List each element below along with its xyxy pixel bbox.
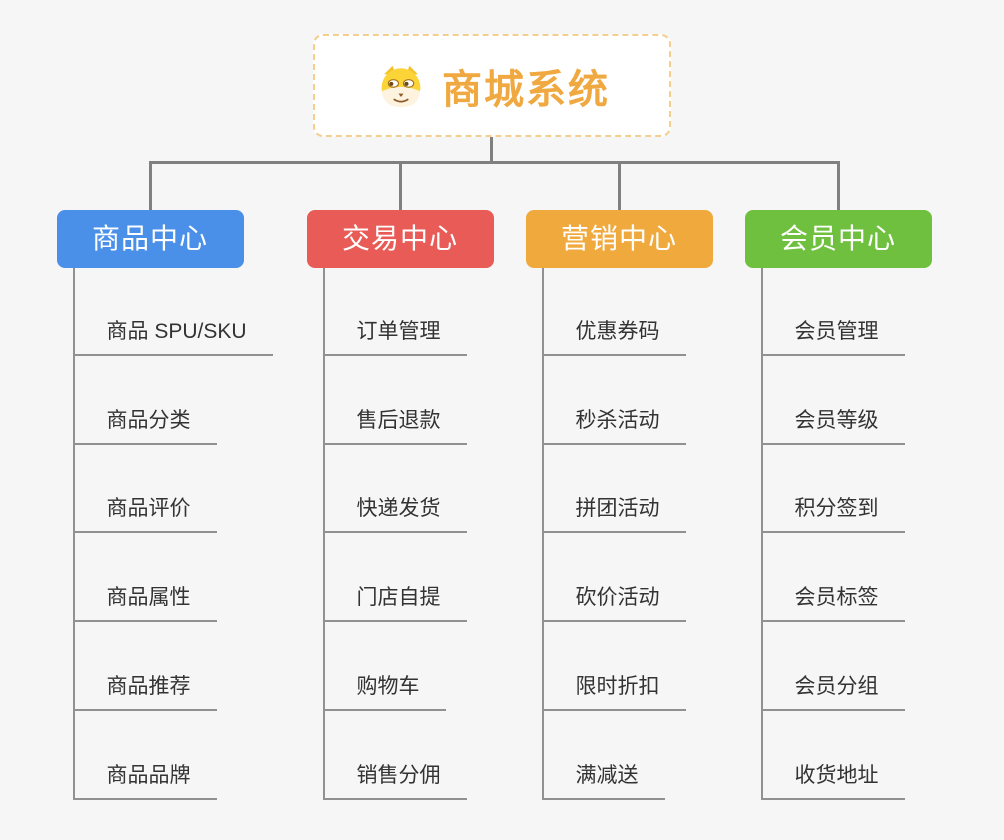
connector-root-stem	[490, 137, 493, 163]
branch-node-3[interactable]: 会员中心	[744, 210, 932, 268]
mindmap-leaf-item[interactable]: 门店自提	[322, 585, 467, 622]
mindmap-leaf-item[interactable]: 商品属性	[72, 585, 217, 622]
mindmap-leaf-item[interactable]: 销售分佣	[322, 763, 467, 800]
connector-branch-drop	[399, 161, 402, 210]
root-title: 商城系统	[442, 67, 610, 112]
branch-node-0[interactable]: 商品中心	[56, 210, 244, 268]
branch-node-1[interactable]: 交易中心	[306, 210, 494, 268]
mindmap-leaf-item[interactable]: 会员等级	[760, 408, 905, 445]
mindmap-leaf-item[interactable]: 商品评价	[72, 496, 217, 533]
mindmap-leaf-item[interactable]: 会员标签	[760, 585, 905, 622]
mindmap-leaf-item[interactable]: 商品推荐	[72, 674, 217, 711]
mindmap-leaf-item[interactable]: 秒杀活动	[541, 408, 686, 445]
mindmap-leaf-item[interactable]: 积分签到	[760, 496, 905, 533]
connector-subtree-line	[541, 268, 544, 798]
mindmap-leaf-item[interactable]: 砍价活动	[541, 585, 686, 622]
connector-subtree-line	[760, 268, 763, 798]
mindmap-leaf-item[interactable]: 商品 SPU/SKU	[72, 319, 273, 356]
branch-node-2[interactable]: 营销中心	[525, 210, 713, 268]
mindmap-leaf-item[interactable]: 商品分类	[72, 408, 217, 445]
connector-subtree-line	[72, 268, 75, 798]
mindmap-leaf-item[interactable]: 会员分组	[760, 674, 905, 711]
mindmap-leaf-item[interactable]: 拼团活动	[541, 496, 686, 533]
root-node-mall-system[interactable]: 商城系统	[313, 34, 671, 137]
mindmap-leaf-item[interactable]: 购物车	[322, 674, 446, 711]
mindmap-leaf-item[interactable]: 优惠券码	[541, 319, 686, 356]
connector-branch-drop	[618, 161, 621, 210]
connector-bus	[149, 161, 840, 164]
mindmap-leaf-item[interactable]: 订单管理	[322, 319, 467, 356]
connector-subtree-line	[322, 268, 325, 798]
dog-face-icon	[374, 59, 428, 113]
connector-branch-drop	[837, 161, 840, 210]
mindmap-leaf-item[interactable]: 收货地址	[760, 763, 905, 800]
connector-branch-drop	[149, 161, 152, 210]
mindmap-leaf-item[interactable]: 售后退款	[322, 408, 467, 445]
mindmap-leaf-item[interactable]: 满减送	[541, 763, 665, 800]
mindmap-leaf-item[interactable]: 会员管理	[760, 319, 905, 356]
mindmap-leaf-item[interactable]: 快递发货	[322, 496, 467, 533]
mindmap-leaf-item[interactable]: 限时折扣	[541, 674, 686, 711]
mindmap-leaf-item[interactable]: 商品品牌	[72, 763, 217, 800]
